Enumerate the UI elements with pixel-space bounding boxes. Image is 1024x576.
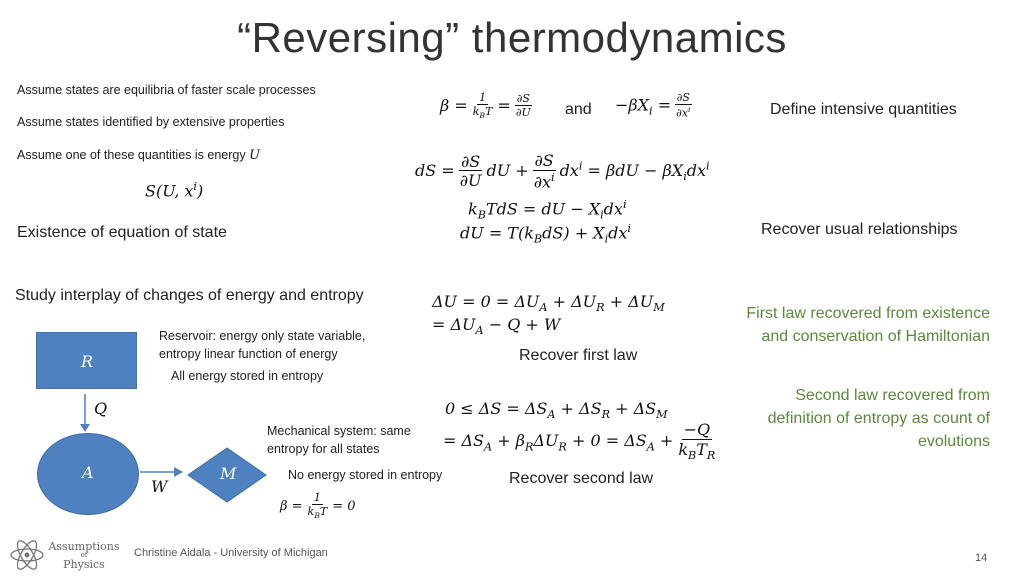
du-equation: dU = T(kBdS) + Xidxi	[460, 222, 631, 246]
mechanical-note-line-2: entropy for all states	[267, 442, 380, 456]
reservoir-note-line-3: All energy stored in entropy	[171, 369, 324, 383]
work-label: W	[151, 477, 168, 496]
state-function-base: S(U, x	[145, 181, 194, 201]
mechanical-note-line-1: Mechanical system: same	[267, 424, 411, 438]
page-number: 14	[975, 552, 988, 564]
second-law-note: Second law recovered from definition of …	[767, 387, 990, 450]
system-circle: A	[37, 433, 139, 515]
slide-title: “Reversing” thermodynamics	[237, 14, 787, 61]
assumption-energy-text: Assume one of these quantities is energy	[17, 148, 246, 162]
reservoir-note-line-1: Reservoir: energy only state variable,	[159, 329, 366, 343]
state-function-sup: i	[193, 180, 197, 193]
mechanical-label: M	[220, 464, 237, 483]
and-text: and	[565, 101, 592, 118]
recover-second-text: Recover second law	[509, 470, 654, 487]
first-law-equation-1: ΔU = 0 = ΔUA + ΔUR + ΔUM	[432, 292, 665, 315]
logo-text: Assumptions of Physics	[44, 541, 124, 570]
reservoir-label: R	[81, 352, 94, 371]
mechanical-note-line-3: No energy stored in entropy	[288, 468, 443, 482]
study-text: Study interplay of changes of energy and…	[15, 287, 364, 304]
heat-label: Q	[94, 399, 108, 418]
intensive-equation: −βXi =∂S∂xi	[615, 91, 692, 120]
assumption-energy: Assume one of these quantities is energy…	[17, 148, 260, 163]
heat-arrow	[80, 394, 90, 432]
first-law-note: First law recovered from existence and c…	[746, 305, 990, 345]
logo-line-3: Physics	[63, 558, 105, 571]
first-law-equation-2: = ΔUA − Q + W	[432, 315, 561, 338]
work-arrow	[140, 467, 183, 477]
second-law-equation-1: 0 ≤ ΔS = ΔSA + ΔSR + ΔSM	[445, 399, 668, 422]
system-label: A	[82, 463, 94, 482]
mechanical-diamond	[187, 447, 267, 503]
recover-usual-text: Recover usual relationships	[761, 221, 958, 238]
reservoir-box: R	[36, 332, 137, 389]
logo-line-1: Assumptions	[48, 540, 120, 553]
atom-logo-icon	[10, 540, 44, 570]
recover-first-text: Recover first law	[519, 347, 638, 364]
define-intensive-text: Define intensive quantities	[770, 101, 957, 118]
assumption-equilibria: Assume states are equilibria of faster s…	[17, 83, 316, 97]
assumption-extensive: Assume states identified by extensive pr…	[17, 115, 285, 129]
kt-ds-equation: kBTdS = dU − Xidxi	[468, 198, 627, 222]
existence-text: Existence of equation of state	[17, 224, 227, 241]
energy-symbol: U	[249, 148, 261, 163]
mechanical-note: Mechanical system: same entropy for all …	[267, 422, 411, 458]
footer-author: Christine Aidala - University of Michiga…	[134, 547, 328, 559]
logo-line-2: of	[80, 551, 88, 559]
reservoir-note-line-2: entropy linear function of energy	[159, 347, 338, 361]
state-function-close: )	[197, 181, 204, 201]
state-function: S(U, xi)	[145, 180, 203, 200]
reservoir-note: Reservoir: energy only state variable, e…	[159, 327, 365, 363]
